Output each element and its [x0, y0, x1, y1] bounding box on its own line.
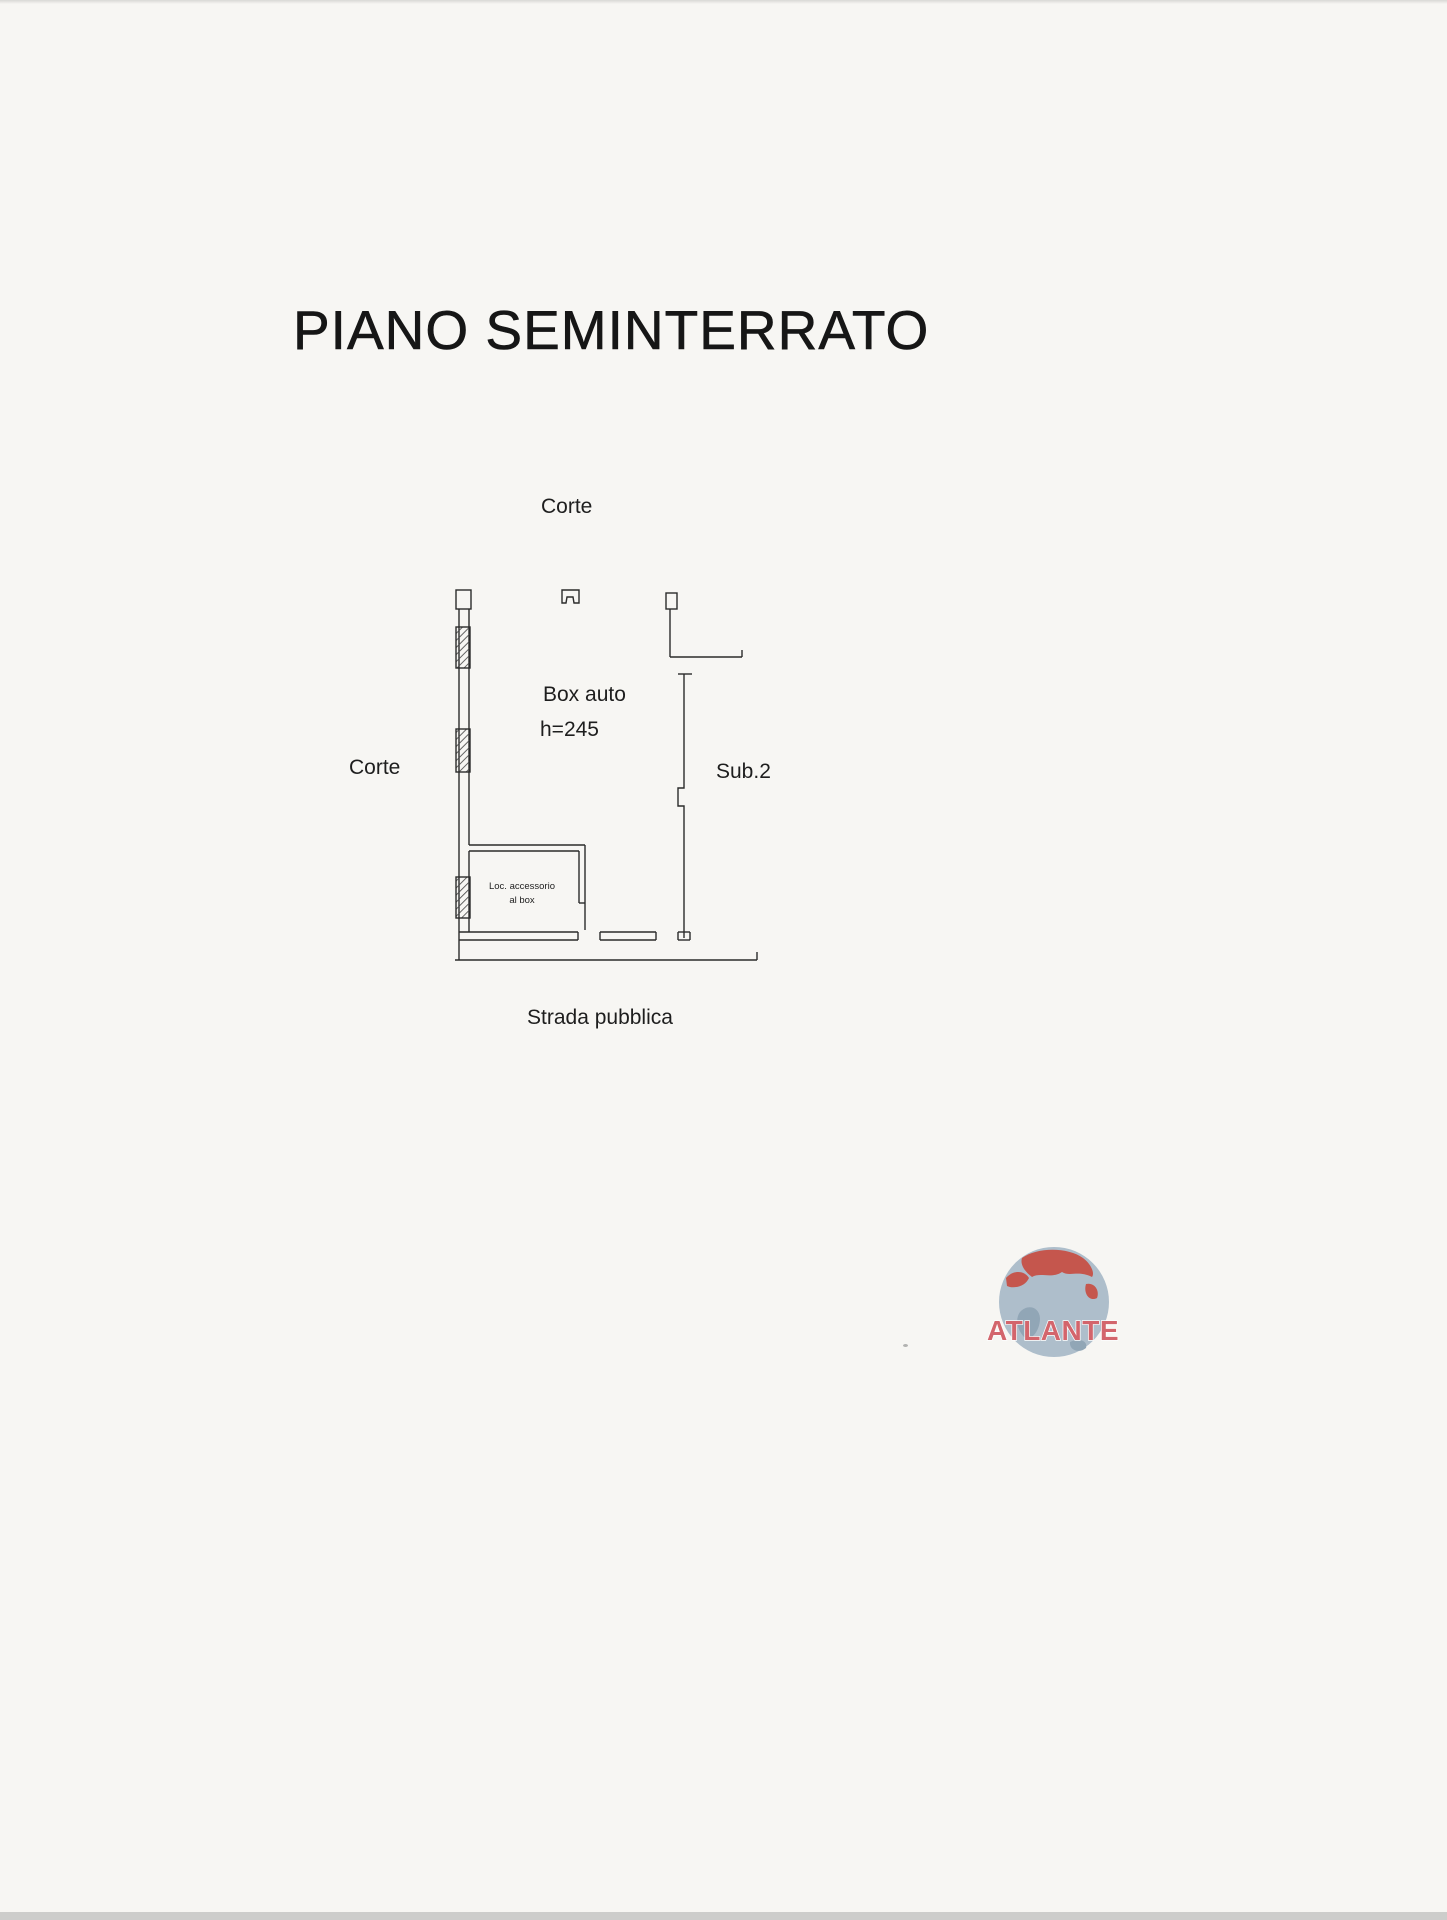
globe-icon: ATLANTE [986, 1247, 1119, 1357]
label-strada-pubblica: Strada pubblica [527, 1006, 673, 1029]
right-wall-main [677, 673, 692, 938]
page-title: PIANO SEMINTERRATO [293, 299, 930, 361]
label-loc-accessorio: Loc. accessorio al box [474, 880, 570, 909]
scan-edge-artifact-top [0, 0, 1447, 4]
label-loc-accessorio-line2: al box [509, 895, 535, 907]
label-box-auto: Box auto [543, 683, 626, 706]
bottom-wall [459, 931, 691, 941]
atlante-logo-text: ATLANTE [987, 1315, 1119, 1346]
accessory-room-partition [469, 844, 586, 930]
label-corte-top: Corte [541, 495, 593, 518]
left-wall [455, 589, 472, 960]
label-loc-accessorio-line1: Loc. accessorio [488, 881, 555, 892]
scan-edge-artifact-bottom [0, 1912, 1447, 1920]
scan-speck [903, 1344, 908, 1347]
door-symbol [561, 589, 580, 604]
atlante-logo: ATLANTE [982, 1242, 1122, 1367]
label-height-245: h=245 [540, 718, 599, 741]
label-sub2: Sub.2 [716, 760, 771, 783]
label-corte-left: Corte [349, 756, 401, 779]
street-boundary-line [455, 952, 758, 961]
right-wall-upper [665, 592, 743, 658]
